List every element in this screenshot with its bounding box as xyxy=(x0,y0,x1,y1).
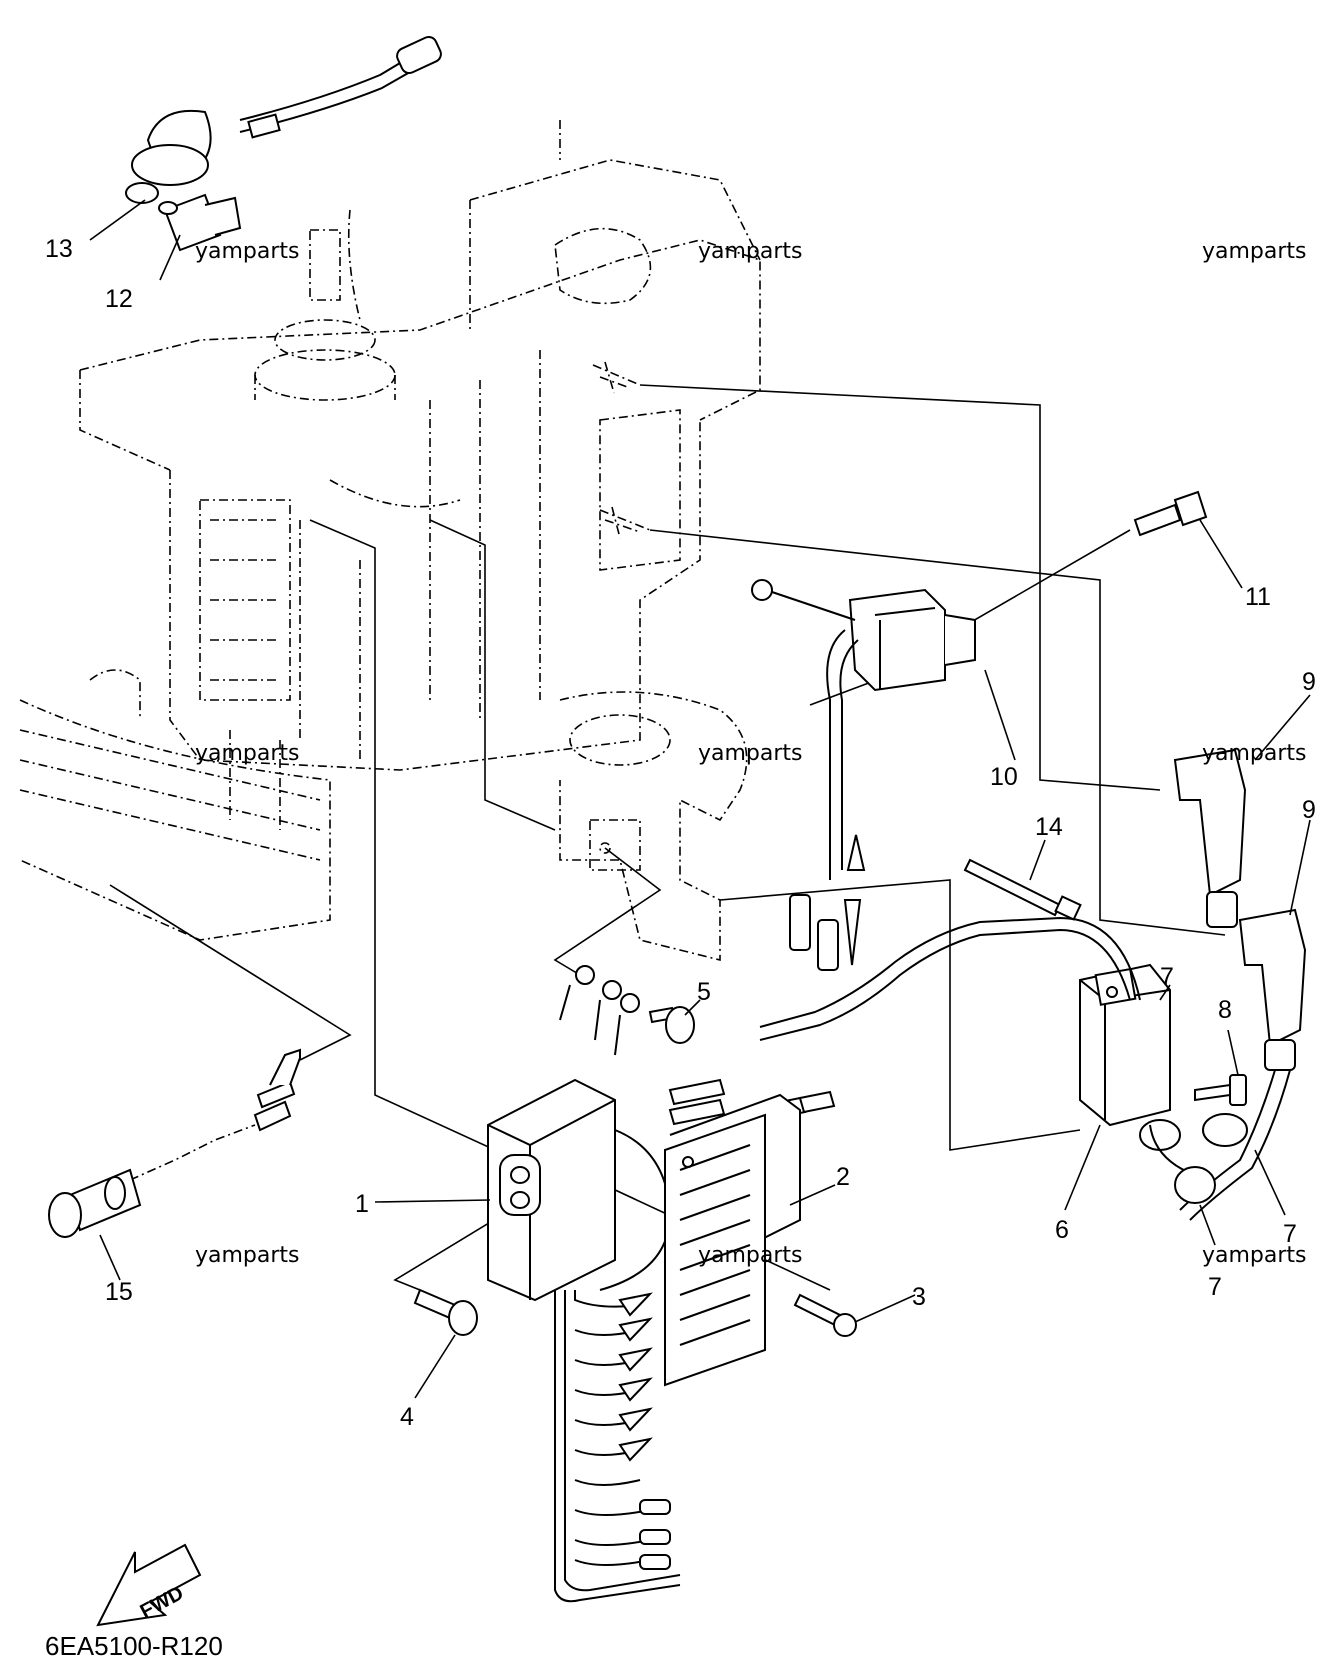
part-10-bracket xyxy=(751,579,976,880)
callout-7-right: 7 xyxy=(1283,1220,1297,1248)
watermark: yamparts xyxy=(195,239,300,264)
part-1-cdi-unit xyxy=(487,1078,672,1302)
part-4-bolt xyxy=(413,1288,478,1336)
cdi-wiring-harness xyxy=(554,1290,681,1603)
part-15-sensor xyxy=(48,1048,301,1238)
part-7-grommet-b xyxy=(1202,1113,1248,1147)
callout-5: 5 xyxy=(697,978,711,1006)
spark-plug-lower xyxy=(599,506,651,539)
callout-12: 12 xyxy=(105,285,133,313)
part-7-grommet-c xyxy=(1174,1166,1216,1204)
part-3-screw xyxy=(793,1293,857,1337)
watermark: yamparts xyxy=(195,1243,300,1268)
part-14-cable-tie xyxy=(963,858,1082,921)
callout-10: 10 xyxy=(990,763,1018,791)
watermarks: yamparts yamparts yamparts yamparts yamp… xyxy=(195,239,1307,1268)
part-11-bolt xyxy=(1133,490,1208,537)
engine-block-outline xyxy=(79,120,761,771)
watermark: yamparts xyxy=(698,239,803,264)
callout-4: 4 xyxy=(400,1403,414,1431)
watermark: yamparts xyxy=(195,741,300,766)
crankshaft-top xyxy=(254,229,396,401)
part-8-screw xyxy=(1194,1074,1247,1106)
callout-15: 15 xyxy=(105,1278,133,1306)
watermark: yamparts xyxy=(1202,239,1307,264)
part-6-ignition-coil xyxy=(759,916,1171,1127)
watermark: yamparts xyxy=(1202,741,1307,766)
callout-8: 8 xyxy=(1218,996,1232,1024)
callout-9-lower: 9 xyxy=(1302,796,1316,824)
diagram-code: 6EA5100-R120 xyxy=(45,1631,223,1661)
callout-6: 6 xyxy=(1055,1216,1069,1244)
callout-1: 1 xyxy=(355,1190,369,1218)
fwd-arrow-icon: FWD xyxy=(96,1543,202,1627)
watermark: yamparts xyxy=(698,1243,803,1268)
watermark: yamparts xyxy=(1202,1243,1307,1268)
stator-lead-terminals xyxy=(789,834,866,971)
part-5-screw xyxy=(648,1006,695,1044)
part-7-grommet-a xyxy=(1139,1119,1196,1176)
part-2-rectifier xyxy=(664,1093,801,1387)
callout-2: 2 xyxy=(836,1163,850,1191)
callout-13: 13 xyxy=(45,235,73,263)
callout-11: 11 xyxy=(1245,583,1271,611)
spark-plug-upper xyxy=(592,361,641,394)
part-13-plug-cap xyxy=(125,35,442,204)
callout-labels: 13 12 11 10 9 9 14 5 7 8 2 1 6 7 7 3 15 … xyxy=(45,235,1316,1431)
lower-case-outline xyxy=(19,669,331,941)
callout-leaders xyxy=(89,199,1311,1399)
callout-7-top: 7 xyxy=(1160,963,1174,991)
callout-7-bottom: 7 xyxy=(1208,1273,1222,1301)
callout-14: 14 xyxy=(1035,813,1063,841)
callout-3: 3 xyxy=(912,1283,926,1311)
ground-terminals xyxy=(559,965,640,1056)
part-9-plug-cap-upper xyxy=(1173,748,1247,928)
stator-bracket-outline xyxy=(559,691,748,962)
watermark: yamparts xyxy=(698,741,803,766)
callout-9-upper: 9 xyxy=(1302,668,1316,696)
